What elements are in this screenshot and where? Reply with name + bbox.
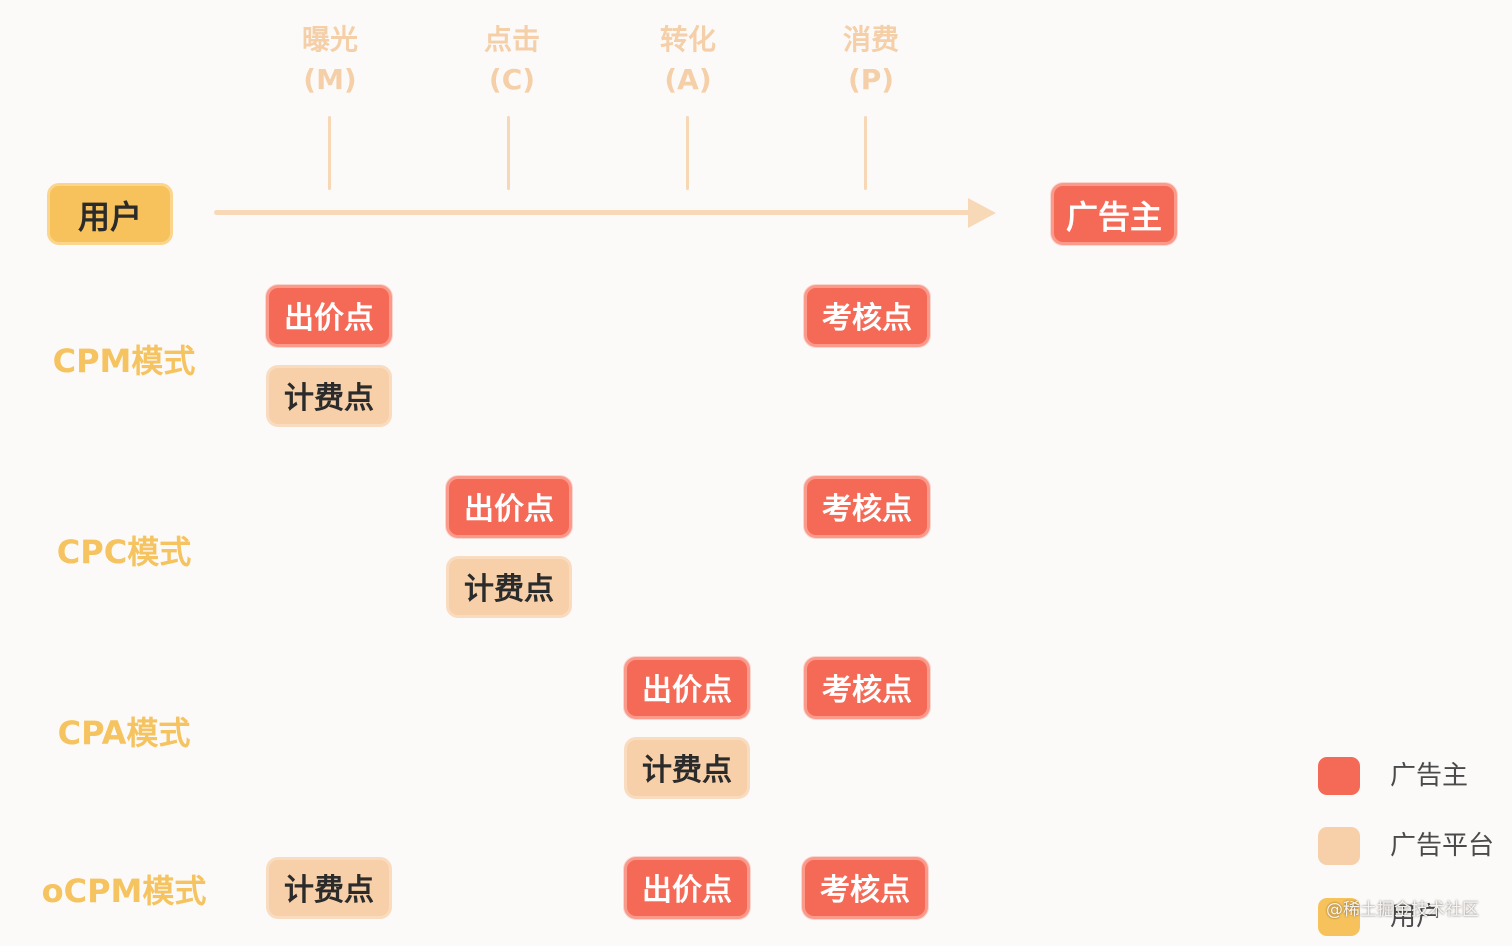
mode-cpa-label: CPA模式 xyxy=(57,714,191,752)
stage-click-label: 点击 (C) xyxy=(452,20,572,100)
legend-platform-label: 广告平台 xyxy=(1390,831,1495,861)
stage-conversion-tick xyxy=(686,116,689,190)
cpm-check-point: 考核点 xyxy=(804,285,930,347)
mode-cpm-label: CPM模式 xyxy=(52,342,196,380)
mode-cpc-label: CPC模式 xyxy=(56,533,192,571)
cpa-bid-point: 出价点 xyxy=(624,657,750,719)
user-box: 用户 xyxy=(47,183,173,245)
stage-exposure-abbr: (M) xyxy=(303,63,357,96)
stage-purchase-name: 消费 xyxy=(842,23,899,56)
stage-purchase-abbr: (P) xyxy=(847,63,895,96)
mode-ocpm-label: oCPM模式 xyxy=(41,872,207,910)
cpc-check-point: 考核点 xyxy=(804,476,930,538)
legend-advertiser-swatch xyxy=(1318,757,1360,795)
cpm-billing-point: 计费点 xyxy=(266,365,392,427)
ocpm-check-point: 考核点 xyxy=(802,857,928,919)
cpc-billing-point: 计费点 xyxy=(446,556,572,618)
cpa-check-point: 考核点 xyxy=(804,657,930,719)
legend-advertiser-label: 广告主 xyxy=(1390,761,1469,791)
stage-exposure-name: 曝光 xyxy=(301,23,358,56)
cpa-billing-point: 计费点 xyxy=(624,737,750,799)
cpc-bid-point: 出价点 xyxy=(446,476,572,538)
ocpm-bid-point: 出价点 xyxy=(624,857,750,919)
stage-click-abbr: (C) xyxy=(488,63,536,96)
stage-purchase-label: 消费 (P) xyxy=(811,20,931,100)
stage-click-name: 点击 xyxy=(483,23,540,56)
legend-user-label: 用户 xyxy=(1390,902,1443,932)
stage-conversion-abbr: (A) xyxy=(664,63,712,96)
stage-click-tick xyxy=(507,116,510,190)
stage-purchase-tick xyxy=(864,116,867,190)
ocpm-billing-point: 计费点 xyxy=(266,857,392,919)
watermark-text: @稀土掘金技术社区 xyxy=(1326,900,1479,920)
flow-arrow-head xyxy=(968,198,996,228)
stage-exposure-tick xyxy=(328,116,331,190)
legend-user-swatch xyxy=(1318,898,1360,936)
cpm-bid-point: 出价点 xyxy=(266,285,392,347)
stage-exposure-label: 曝光 (M) xyxy=(270,20,390,100)
legend-platform-swatch xyxy=(1318,827,1360,865)
stage-conversion-name: 转化 xyxy=(659,23,716,56)
stage-conversion-label: 转化 (A) xyxy=(628,20,748,100)
flow-arrow-line xyxy=(214,210,972,215)
advertiser-box: 广告主 xyxy=(1051,183,1177,245)
